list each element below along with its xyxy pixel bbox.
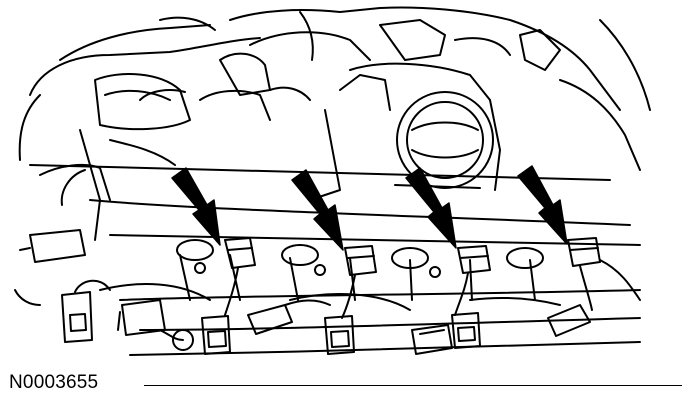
pointer-arrow-icon	[517, 165, 568, 245]
electrical-connector	[411, 324, 453, 355]
fuel-injector-4	[567, 237, 601, 311]
intake-manifold	[29, 164, 641, 356]
electrical-connector	[451, 312, 481, 349]
pointer-arrow-icon	[171, 167, 221, 246]
pointer-arrow-icon	[405, 167, 457, 249]
figure-baseline	[144, 385, 682, 386]
electrical-connector	[547, 304, 591, 337]
figure-reference-code: N0003655	[9, 372, 99, 393]
fuel-injector-1	[194, 237, 256, 316]
throttle-body	[309, 62, 501, 201]
electrical-connector	[324, 315, 355, 355]
fuel-injector-3	[429, 245, 491, 316]
electrical-connector	[247, 299, 331, 335]
electrical-connector	[201, 315, 231, 355]
electrical-connector	[117, 299, 166, 336]
wire-harness	[99, 259, 641, 351]
engine-bay-background	[14, 6, 651, 306]
pointer-arrow-icon	[291, 169, 344, 251]
electrical-connector	[61, 279, 111, 343]
fuel-injector-2	[314, 245, 377, 319]
